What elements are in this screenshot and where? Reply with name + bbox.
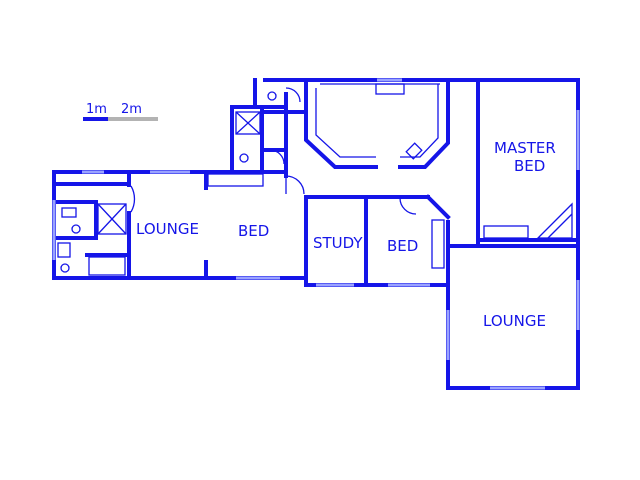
room-label-study: STUDY (313, 234, 363, 252)
toilet-left-2 (60, 263, 70, 273)
scale-label-1m: 1m (86, 102, 107, 117)
wall-kitchen-angled (304, 110, 378, 169)
toilet-left-1 (71, 224, 81, 234)
scale-bar: 1m 2m (83, 102, 158, 121)
room-label-master-bed-line2: BED (514, 157, 545, 175)
basin-left (61, 207, 77, 218)
cupboard-bed-left (207, 173, 264, 187)
room-label-lounge-left: LOUNGE (136, 220, 199, 238)
room-labels: LOUNGE BED STUDY BED MASTER BED LOUNGE (136, 139, 556, 330)
toilet-middle (239, 153, 249, 163)
room-label-bed-mid: BED (387, 237, 418, 255)
toilet-top (267, 91, 277, 101)
shower-left (97, 203, 127, 235)
windows (52, 78, 580, 390)
fixtures (57, 83, 573, 276)
shower-middle (235, 111, 261, 135)
room-label-bed-left: BED (238, 222, 269, 240)
scale-label-2m: 2m (121, 102, 142, 117)
wardrobe-master (536, 202, 573, 239)
room-label-master-bed-line1: MASTER (494, 139, 556, 157)
room-label-lounge-right: LOUNGE (483, 312, 546, 330)
bathtub (88, 256, 126, 276)
